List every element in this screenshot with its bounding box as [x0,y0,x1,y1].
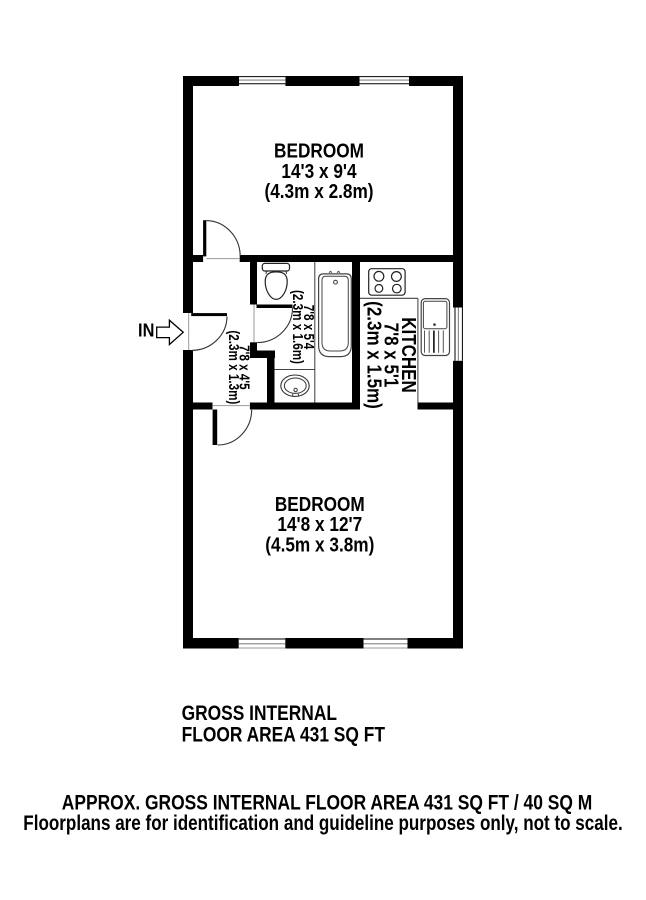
svg-text:(4.3m x 2.8m): (4.3m x 2.8m) [264,180,373,203]
svg-text:(2.3m x 1.6m): (2.3m x 1.6m) [290,290,307,364]
svg-text:GROSS INTERNAL: GROSS INTERNAL [182,702,338,726]
svg-text:KITCHEN: KITCHEN [397,317,420,393]
svg-text:7'8 x 5'4: 7'8 x 5'4 [300,305,317,350]
svg-text:FLOOR AREA 431 SQ FT: FLOOR AREA 431 SQ FT [182,723,386,747]
svg-text:Floorplans are for identificat: Floorplans are for identification and gu… [23,813,622,836]
svg-text:IN: IN [138,319,154,340]
svg-text:APPROX. GROSS INTERNAL FLOOR A: APPROX. GROSS INTERNAL FLOOR AREA 431 SQ… [62,792,592,815]
svg-text:BEDROOM: BEDROOM [275,493,365,516]
svg-text:14'3 x 9'4: 14'3 x 9'4 [281,160,357,183]
svg-text:BEDROOM: BEDROOM [274,139,364,162]
svg-text:14'8 x 12'7: 14'8 x 12'7 [277,513,362,536]
svg-text:7'8 x 5'1: 7'8 x 5'1 [380,323,403,388]
svg-text:(2.3m x 1.3m): (2.3m x 1.3m) [226,330,243,404]
svg-text:7'8 x 4'5: 7'8 x 4'5 [236,345,253,390]
svg-text:(4.5m x 3.8m): (4.5m x 3.8m) [265,533,374,556]
svg-text:(2.3m x 1.5m): (2.3m x 1.5m) [363,301,386,409]
